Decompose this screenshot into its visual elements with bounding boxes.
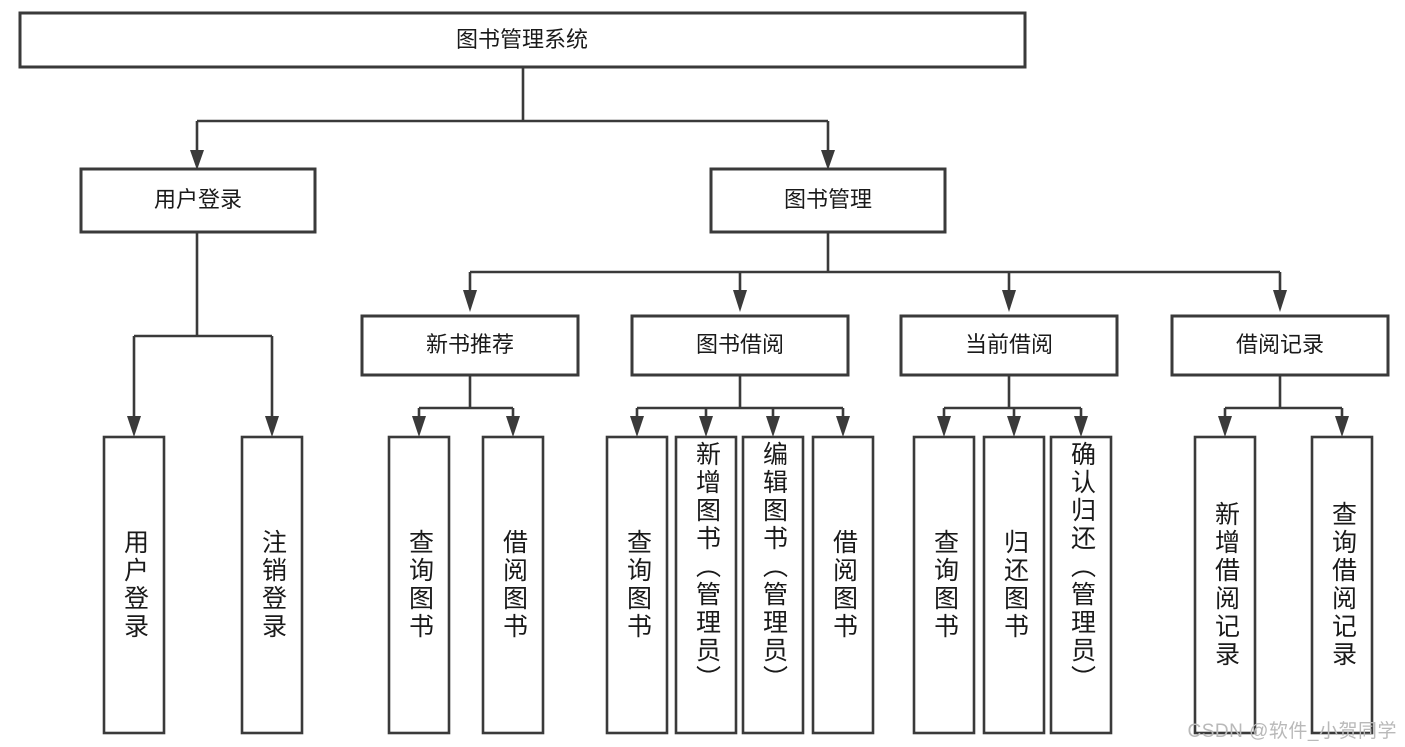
node-leaf-query-book-1[interactable] <box>387 435 451 735</box>
node-leaf-logout[interactable] <box>240 435 304 735</box>
node-book-manage[interactable]: 图书管理 <box>709 167 947 234</box>
node-book-borrow-label: 图书借阅 <box>696 332 784 357</box>
node-user-login[interactable]: 用户登录 <box>79 167 317 234</box>
edge-book-manage-trunk <box>468 232 1282 292</box>
arrow-to-leaf-query-book-1 <box>412 416 426 437</box>
arrow-to-leaf-add-record <box>1218 416 1232 437</box>
edge-new-book-recommend-trunk <box>417 375 515 418</box>
node-root[interactable]: 图书管理系统 <box>18 11 1027 69</box>
node-borrow-record[interactable]: 借阅记录 <box>1170 314 1390 377</box>
node-borrow-record-label: 借阅记录 <box>1236 332 1324 357</box>
node-book-borrow[interactable]: 图书借阅 <box>630 314 850 377</box>
arrow-to-user-login <box>190 150 204 170</box>
node-leaf-query-record[interactable] <box>1310 435 1374 735</box>
edge-borrow-record-trunk <box>1223 375 1344 418</box>
node-leaf-query-book-3[interactable] <box>912 435 976 735</box>
arrow-to-leaf-logout <box>265 416 279 437</box>
edge-root-trunk <box>195 67 830 152</box>
arrow-to-leaf-user-login <box>127 416 141 437</box>
arrow-to-book-borrow <box>733 290 747 312</box>
node-leaf-query-book-2[interactable] <box>605 435 669 735</box>
node-leaf-add-record[interactable] <box>1193 435 1257 735</box>
node-leaf-borrow-book-1[interactable] <box>481 435 545 735</box>
node-current-borrow-label: 当前借阅 <box>965 332 1053 357</box>
arrow-to-current-borrow <box>1002 290 1016 312</box>
node-leaf-borrow-book-2[interactable] <box>811 435 875 735</box>
edge-user-login-trunk <box>132 232 274 418</box>
arrow-to-borrow-record <box>1273 290 1287 312</box>
arrow-to-leaf-edit-book <box>766 416 780 437</box>
arrow-to-book-manage <box>821 150 835 170</box>
node-leaf-edit-book[interactable] <box>741 435 805 735</box>
arrow-to-leaf-confirm-return <box>1074 416 1088 437</box>
arrow-to-leaf-query-book-2 <box>630 416 644 437</box>
edge-book-borrow-trunk <box>635 375 845 418</box>
arrow-to-leaf-add-book <box>699 416 713 437</box>
node-leaf-user-login[interactable] <box>102 435 166 735</box>
arrow-to-new-book-recommend <box>463 290 477 312</box>
node-new-book-recommend-label: 新书推荐 <box>426 332 514 357</box>
node-new-book-recommend[interactable]: 新书推荐 <box>360 314 580 377</box>
edges-layer <box>127 67 1349 437</box>
node-leaf-add-book[interactable] <box>674 435 738 735</box>
node-leaf-confirm-return[interactable] <box>1049 435 1113 735</box>
arrow-to-leaf-query-record <box>1335 416 1349 437</box>
node-user-login-label: 用户登录 <box>154 187 242 212</box>
nodes-layer: 图书管理系统 用户登录 图书管理 新书推荐 图书借阅 当前 <box>18 11 1390 735</box>
arrow-to-leaf-borrow-book-1 <box>506 416 520 437</box>
arrow-to-leaf-borrow-book-2 <box>836 416 850 437</box>
arrow-to-leaf-query-book-3 <box>937 416 951 437</box>
node-book-manage-label: 图书管理 <box>784 187 872 212</box>
edge-current-borrow-trunk <box>942 375 1083 418</box>
arrow-to-leaf-return-book <box>1007 416 1021 437</box>
csdn-watermark: CSDN @软件_小贺同学 <box>1187 721 1397 742</box>
node-leaf-return-book[interactable] <box>982 435 1046 735</box>
node-current-borrow[interactable]: 当前借阅 <box>899 314 1119 377</box>
node-root-label: 图书管理系统 <box>456 27 588 52</box>
